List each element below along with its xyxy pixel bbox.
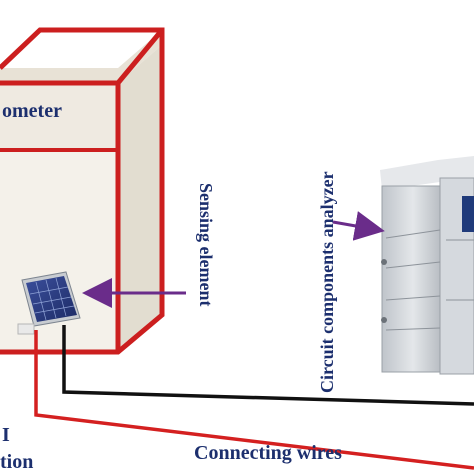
analyzer-instrument-icon (380, 156, 474, 375)
left-label-bottom: tion (0, 451, 33, 473)
solar-panel-grid (29, 277, 75, 321)
solar-panel-stand (17, 323, 35, 335)
analyzer-arrow (332, 211, 385, 241)
wires-label: Connecting wires (194, 442, 342, 464)
solar-panel-icon (17, 271, 81, 335)
analyzer-top (380, 156, 474, 190)
analyzer-screw (381, 317, 387, 323)
chamber-box (0, 27, 165, 355)
left-label-top: I (2, 424, 10, 446)
sensing-label: Sensing element (196, 183, 216, 307)
analyzer-logo-panel (462, 196, 474, 232)
analyzer-front (439, 177, 474, 375)
chamber-edge-diag (116, 28, 164, 85)
analyzer-panels (385, 229, 474, 331)
chamber-label: ometer (2, 100, 62, 122)
analyzer-side (381, 185, 445, 373)
black-wire (62, 325, 474, 406)
analyzer-label: Circuit components analyzer (317, 171, 337, 393)
chamber-outline (0, 27, 165, 355)
chamber-top-face (0, 30, 162, 83)
red-wire (34, 330, 474, 470)
analyzer-screw (381, 259, 387, 265)
chamber-side-face (118, 45, 162, 352)
